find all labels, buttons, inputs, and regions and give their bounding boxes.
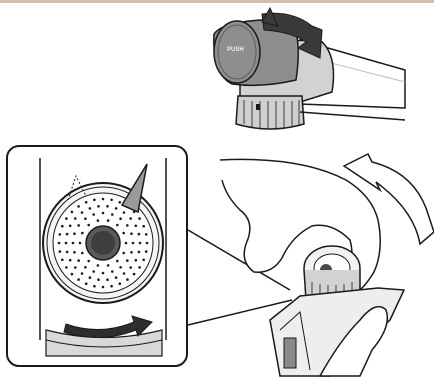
- perforation-dot: [138, 266, 141, 269]
- perforation-dot: [111, 213, 114, 216]
- perforation-dot: [77, 205, 80, 208]
- perforation-dot: [65, 217, 68, 220]
- perforation-dot: [119, 266, 122, 269]
- perforation-dot: [119, 282, 122, 285]
- perforation-dot: [74, 217, 77, 220]
- perforation-dot: [129, 217, 132, 220]
- perforation-dot: [145, 250, 148, 253]
- perforation-dot: [125, 242, 128, 245]
- perforation-dot: [66, 251, 69, 254]
- perforation-dot: [61, 259, 64, 262]
- perforation-dot: [93, 285, 96, 288]
- perforation-dot: [87, 224, 90, 227]
- perforation-dot: [97, 264, 100, 267]
- perforation-dot: [69, 259, 72, 262]
- perforation-dot: [81, 211, 84, 214]
- perforation-dot: [130, 232, 133, 235]
- perforation-dot: [71, 273, 74, 276]
- perforation-dot: [126, 278, 129, 281]
- perforation-dot: [116, 260, 119, 263]
- perforation-dot: [85, 282, 88, 285]
- perforation-dot: [133, 273, 136, 276]
- perforation-dot: [66, 233, 69, 236]
- hand-removal-scene: [220, 154, 434, 376]
- perforation-dot: [142, 259, 145, 262]
- perforation-dot: [145, 233, 148, 236]
- perforation-dot: [73, 232, 76, 235]
- perforation-dot: [85, 201, 88, 204]
- perforation-dot: [119, 217, 122, 220]
- perforation-dot: [65, 266, 68, 269]
- perforation-dot: [77, 278, 80, 281]
- perforation-dot: [59, 233, 62, 236]
- perforation-dot: [97, 219, 100, 222]
- perforation-dot: [122, 232, 125, 235]
- perforation-dot: [92, 213, 95, 216]
- perforation-dot: [138, 233, 141, 236]
- perforation-dot: [72, 242, 75, 245]
- perforation-dot: [89, 207, 92, 210]
- perforation-dot: [138, 251, 141, 254]
- perforation-dot: [97, 278, 100, 281]
- perforation-dot: [132, 242, 135, 245]
- perforation-dot: [97, 205, 100, 208]
- perforation-dot: [92, 270, 95, 273]
- perforation-dot: [58, 242, 61, 245]
- perforation-dot: [59, 250, 62, 253]
- perforation-dot: [135, 225, 138, 228]
- perforation-dot: [130, 251, 133, 254]
- perforation-dot: [126, 259, 129, 262]
- perforation-dot: [135, 259, 138, 262]
- perforation-dot: [73, 251, 76, 254]
- cap-label: PUSH: [227, 47, 244, 53]
- perforation-dot: [81, 252, 84, 255]
- perforation-dot: [129, 266, 132, 269]
- perforation-dot: [106, 205, 109, 208]
- perforation-dot: [122, 252, 125, 255]
- perforation-dot: [65, 242, 68, 245]
- perforation-dot: [84, 217, 87, 220]
- perforation-dot: [111, 270, 114, 273]
- perforation-dot: [93, 199, 96, 202]
- perforation-dot: [77, 224, 80, 227]
- perforation-dot: [69, 225, 72, 228]
- perforation-dot: [89, 276, 92, 279]
- perforation-dot: [61, 225, 64, 228]
- perforation-dot: [123, 272, 126, 275]
- perforation-dot: [119, 201, 122, 204]
- perforation-dot: [142, 225, 145, 228]
- perforation-dot: [126, 224, 129, 227]
- perforation-dot: [84, 266, 87, 269]
- perforation-dot: [107, 219, 110, 222]
- perforation-dot: [87, 260, 90, 263]
- perforation-dot: [123, 211, 126, 214]
- perforation-dot: [106, 278, 109, 281]
- perforation-dot: [110, 199, 113, 202]
- perforation-dot: [77, 259, 80, 262]
- perforation-dot: [102, 212, 105, 215]
- perforation-dot: [102, 272, 105, 275]
- perforation-dot: [115, 207, 118, 210]
- perforation-dot: [102, 198, 105, 201]
- perforation-dot: [79, 242, 82, 245]
- perforation-dot: [115, 276, 118, 279]
- perforation-dot: [139, 242, 142, 245]
- perforation-dot: [110, 285, 113, 288]
- perforation-dot: [107, 264, 110, 267]
- perforation-dot: [116, 224, 119, 227]
- perforation-dot: [81, 272, 84, 275]
- perforation-dot: [146, 242, 149, 245]
- perforation-dot: [74, 266, 77, 269]
- perforation-dot: [81, 232, 84, 235]
- filter-cap-assembly: PUSH: [214, 8, 405, 129]
- perforation-dot: [138, 217, 141, 220]
- perforation-dot: [71, 211, 74, 214]
- perforation-dot: [102, 286, 105, 289]
- lower-ring: [236, 96, 304, 129]
